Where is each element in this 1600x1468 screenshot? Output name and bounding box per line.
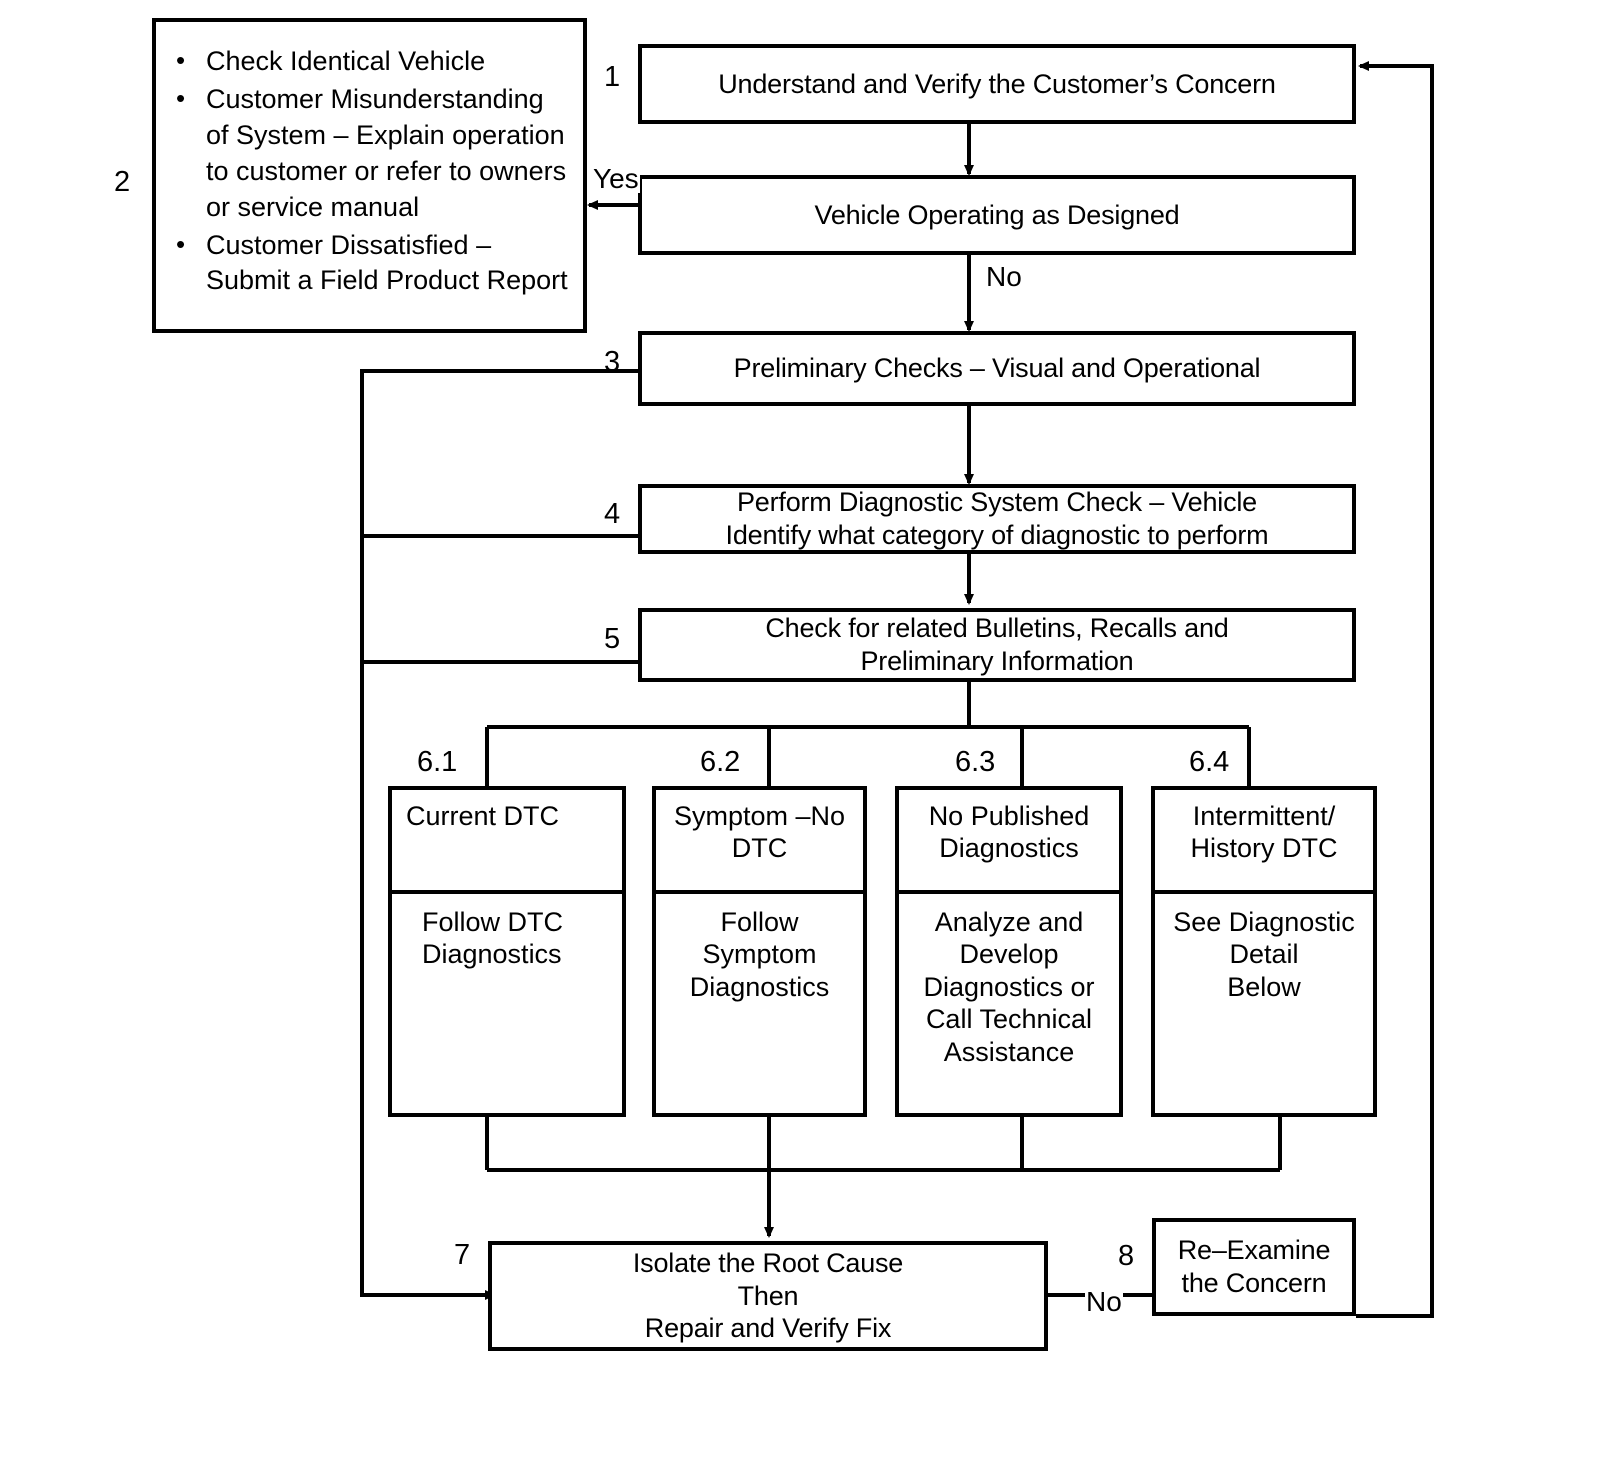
- box-label: Analyze and Develop Diagnostics or Call …: [923, 907, 1095, 1067]
- step-number-1: 1: [604, 61, 621, 93]
- step-number-6-1: 6.1: [417, 746, 458, 778]
- list-item: Check Identical Vehicle: [176, 43, 569, 80]
- box-label: Understand and Verify the Customer’s Con…: [718, 68, 1276, 99]
- list-item: Customer Dissatisfied – Submit a Field P…: [176, 227, 569, 300]
- box-perform-diagnostic-system-check[interactable]: Perform Diagnostic System Check – Vehicl…: [638, 484, 1356, 554]
- list-item: Customer Misunderstanding of System – Ex…: [176, 81, 569, 226]
- box-label-line2: Preliminary Information: [860, 646, 1134, 676]
- box-label-line1: Isolate the Root Cause: [632, 1247, 904, 1278]
- box-intermittent-history-dtc[interactable]: Intermittent/ History DTC See Diagnostic…: [1151, 786, 1377, 1117]
- box-vehicle-operating-as-designed[interactable]: Vehicle Operating as Designed: [638, 175, 1356, 255]
- box-label-line1: Re–Examine: [1177, 1235, 1331, 1266]
- step-number-7: 7: [454, 1239, 471, 1271]
- box-no-published-diagnostics-header: No Published Diagnostics: [899, 790, 1119, 894]
- box-intermittent-history-dtc-body: See Diagnostic Detail Below: [1155, 894, 1373, 1113]
- box-label: Symptom –No DTC: [673, 801, 846, 864]
- customer-notes-list: Check Identical Vehicle Customer Misunde…: [174, 43, 569, 300]
- step-number-8: 8: [1118, 1240, 1135, 1272]
- box-label: Current DTC: [406, 801, 560, 831]
- box-re-examine-concern[interactable]: Re–Examine the Concern: [1152, 1218, 1356, 1316]
- box-current-dtc-header: Current DTC: [392, 790, 622, 894]
- box-symptom-no-dtc[interactable]: Symptom –No DTC Follow Symptom Diagnosti…: [652, 786, 867, 1117]
- box-symptom-no-dtc-header: Symptom –No DTC: [656, 790, 863, 894]
- box-label-line1: Check for related Bulletins, Recalls and: [765, 613, 1229, 644]
- step-number-6-4: 6.4: [1189, 746, 1230, 778]
- box-no-published-diagnostics[interactable]: No Published Diagnostics Analyze and Dev…: [895, 786, 1123, 1117]
- box-label: Intermittent/ History DTC: [1190, 801, 1338, 864]
- box-label: No Published Diagnostics: [928, 801, 1090, 864]
- edge-label-no-reexamine: No: [1085, 1286, 1123, 1317]
- box-label: See Diagnostic Detail Below: [1173, 907, 1355, 1002]
- box-label: Follow DTC Diagnostics: [422, 907, 564, 970]
- box-no-published-diagnostics-body: Analyze and Develop Diagnostics or Call …: [899, 894, 1119, 1113]
- step-number-6-3: 6.3: [955, 746, 996, 778]
- step-number-6-2: 6.2: [700, 746, 741, 778]
- step-number-2: 2: [114, 166, 131, 198]
- step-number-4: 4: [604, 498, 621, 530]
- step-number-3: 3: [604, 346, 621, 378]
- box-label-line3: Repair and Verify Fix: [644, 1313, 892, 1344]
- box-isolate-root-cause[interactable]: Isolate the Root Cause Then Repair and V…: [488, 1241, 1048, 1351]
- box-label-line2: the Concern: [1181, 1268, 1327, 1298]
- box-intermittent-history-dtc-header: Intermittent/ History DTC: [1155, 790, 1373, 894]
- box-understand-verify-concern[interactable]: Understand and Verify the Customer’s Con…: [638, 44, 1356, 124]
- step-number-5: 5: [604, 623, 621, 655]
- box-label-line2: Then: [737, 1280, 799, 1311]
- box-customer-notes[interactable]: Check Identical Vehicle Customer Misunde…: [152, 18, 587, 333]
- box-label: Preliminary Checks – Visual and Operatio…: [733, 353, 1261, 384]
- box-label-line1: Perform Diagnostic System Check – Vehicl…: [736, 487, 1257, 518]
- edge-label-no: No: [985, 261, 1023, 292]
- box-label: Follow Symptom Diagnostics: [689, 907, 830, 1002]
- box-current-dtc[interactable]: Current DTC Follow DTC Diagnostics: [388, 786, 626, 1117]
- edge-label-yes: Yes: [592, 163, 640, 194]
- box-check-bulletins-recalls[interactable]: Check for related Bulletins, Recalls and…: [638, 608, 1356, 682]
- box-label-line2: Identify what category of diagnostic to …: [725, 520, 1269, 550]
- box-current-dtc-body: Follow DTC Diagnostics: [392, 894, 622, 1113]
- box-preliminary-checks[interactable]: Preliminary Checks – Visual and Operatio…: [638, 331, 1356, 406]
- box-label: Vehicle Operating as Designed: [814, 199, 1180, 230]
- box-symptom-no-dtc-body: Follow Symptom Diagnostics: [656, 894, 863, 1113]
